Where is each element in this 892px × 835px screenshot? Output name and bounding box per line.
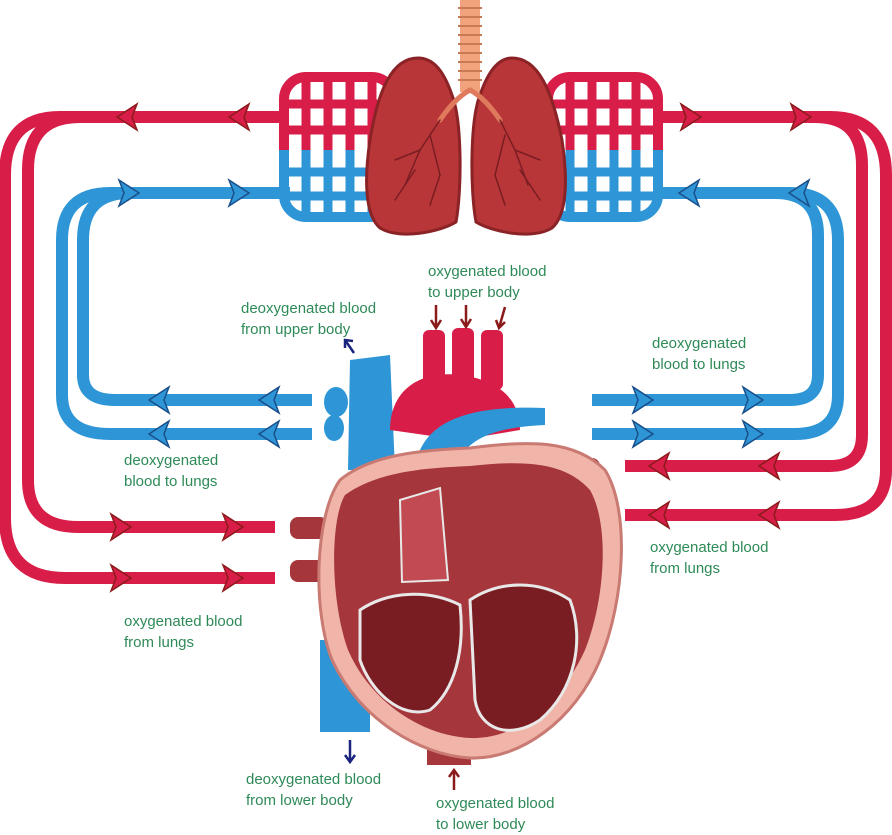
left-lung bbox=[365, 56, 462, 236]
label-line: to lower body bbox=[436, 816, 526, 833]
deoxygenated-flow-arrow-icon bbox=[257, 385, 281, 415]
deoxygenated-flow-arrow-icon bbox=[227, 178, 251, 208]
label-line: deoxygenated blood bbox=[241, 300, 377, 317]
arrow-from-lower-body bbox=[343, 740, 357, 765]
arrow-upper-body-3 bbox=[494, 306, 507, 331]
label-line: from upper body bbox=[241, 321, 351, 338]
oxygenated-flow-arrow-icon bbox=[227, 102, 251, 132]
red-loop-right-outer bbox=[625, 111, 892, 521]
deoxygenated-flow-arrow-icon bbox=[257, 419, 281, 449]
label-line: oxygenated blood bbox=[428, 263, 547, 280]
arrow-upper-body-1 bbox=[429, 305, 443, 331]
label-deoxygenated-to-lungs-left: deoxygenated blood to lungs bbox=[124, 450, 218, 492]
label-line: deoxygenated blood bbox=[246, 771, 382, 788]
oxygenated-flow-arrow-icon bbox=[789, 102, 813, 132]
superior-vena-cava bbox=[348, 355, 395, 470]
deoxygenated-flow-arrow-icon bbox=[147, 419, 171, 449]
flow-arrows bbox=[109, 102, 813, 593]
label-oxygenated-from-lungs-right: oxygenated blood from lungs bbox=[650, 537, 768, 579]
right-ventricle bbox=[358, 592, 463, 714]
arrow-from-upper-body bbox=[343, 338, 356, 354]
label-line: blood to lungs bbox=[652, 356, 746, 373]
pointer-arrows bbox=[343, 305, 507, 790]
label-oxygenated-from-lungs-left: oxygenated blood from lungs bbox=[124, 611, 242, 653]
oxygenated-flow-arrow-icon bbox=[757, 500, 781, 530]
blue-loop-right-outer bbox=[592, 187, 844, 440]
label-line: deoxygenated bbox=[652, 335, 747, 352]
oxygenated-flow-arrow-icon bbox=[221, 512, 245, 542]
red-loop-right-inner bbox=[625, 111, 868, 472]
deoxygenated-flow-arrow-icon bbox=[631, 385, 655, 415]
label-oxygenated-to-upper-body: oxygenated blood to upper body bbox=[428, 261, 546, 303]
label-deoxygenated-from-upper-body: deoxygenated blood from upper body bbox=[241, 298, 376, 340]
red-loop-left-inner bbox=[22, 111, 285, 533]
left-ventricle bbox=[468, 583, 579, 732]
deoxygenated-flow-arrow-icon bbox=[741, 385, 765, 415]
red-loop-left-outer bbox=[0, 111, 285, 584]
aortic-root bbox=[398, 486, 450, 584]
heart-icon bbox=[290, 328, 623, 765]
label-line: oxygenated blood bbox=[436, 795, 555, 812]
oxygenated-flow-arrow-icon bbox=[115, 102, 139, 132]
arrow-upper-body-2 bbox=[459, 305, 473, 330]
blue-loop-left-outer bbox=[56, 187, 312, 440]
oxygenated-flow-arrow-icon bbox=[679, 102, 703, 132]
label-line: oxygenated blood bbox=[650, 539, 769, 556]
lungs-icon bbox=[365, 56, 567, 236]
oxygenated-flow-arrow-icon bbox=[221, 563, 245, 593]
label-line: from lungs bbox=[124, 634, 195, 651]
blue-loop-left-inner bbox=[77, 187, 312, 406]
label-line: deoxygenated bbox=[124, 452, 219, 469]
oxygenated-flow-arrow-icon bbox=[647, 500, 671, 530]
deoxygenated-flow-arrow-icon bbox=[117, 178, 141, 208]
label-oxygenated-to-lower-body: oxygenated blood to lower body bbox=[436, 793, 554, 835]
label-line: blood to lungs bbox=[124, 473, 218, 490]
label-line: oxygenated blood bbox=[124, 613, 243, 630]
deoxygenated-flow-arrow-icon bbox=[787, 178, 811, 208]
oxygenated-flow-arrow-icon bbox=[109, 512, 133, 542]
oxygenated-flow-arrow-icon bbox=[757, 451, 781, 481]
label-line: from lungs bbox=[650, 560, 721, 577]
label-deoxygenated-from-lower-body: deoxygenated blood from lower body bbox=[246, 769, 381, 811]
label-deoxygenated-to-lungs-right: deoxygenated blood to lungs bbox=[652, 333, 746, 375]
oxygenated-flow-arrow-icon bbox=[109, 563, 133, 593]
deoxygenated-flow-arrow-icon bbox=[631, 419, 655, 449]
label-line: from lower body bbox=[246, 792, 353, 809]
deoxygenated-flow-arrow-icon bbox=[147, 385, 171, 415]
arrow-lower-body bbox=[447, 767, 461, 790]
oxygenated-vessel-loops bbox=[0, 111, 892, 584]
deoxygenated-flow-arrow-icon bbox=[677, 178, 701, 208]
deoxygenated-vessel-loops bbox=[56, 187, 844, 440]
oxygenated-flow-arrow-icon bbox=[647, 451, 671, 481]
trachea-icon bbox=[458, 0, 482, 92]
label-line: to upper body bbox=[428, 284, 520, 301]
deoxygenated-flow-arrow-icon bbox=[741, 419, 765, 449]
